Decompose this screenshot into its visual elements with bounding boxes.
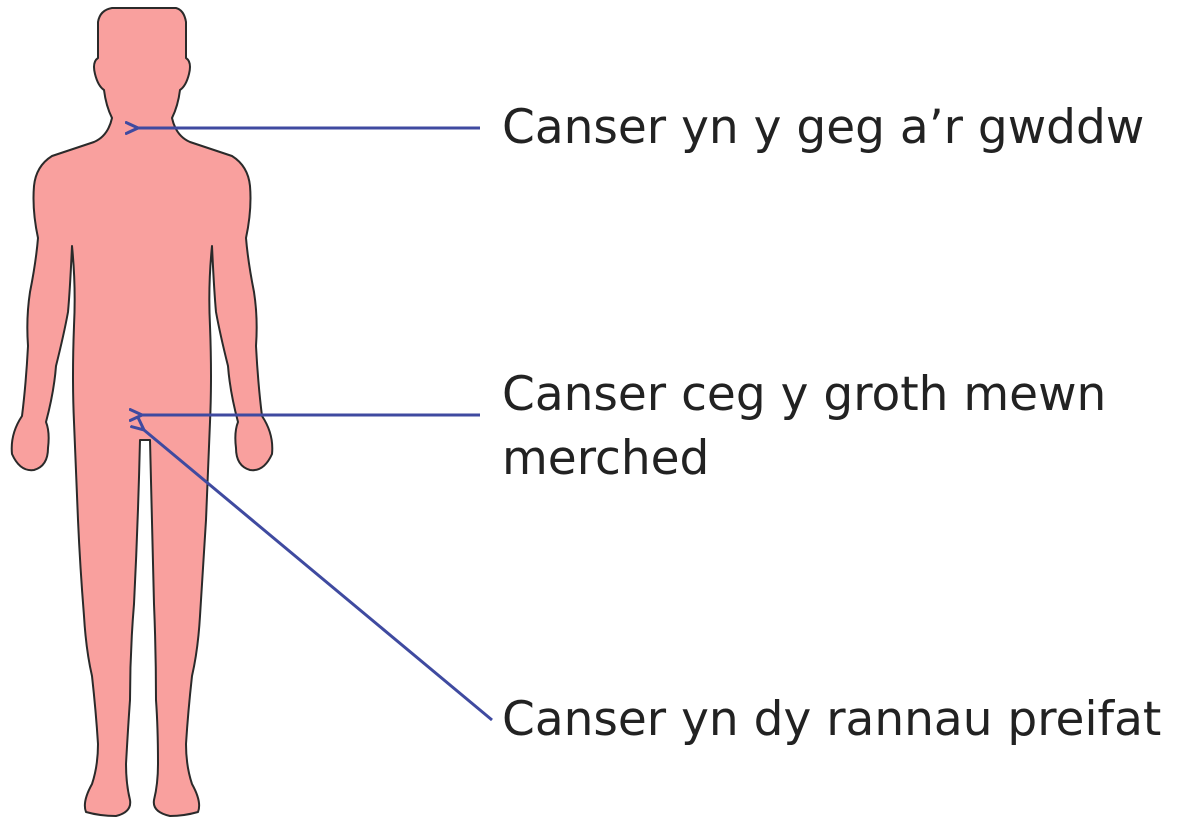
label-private-parts-cancer: Canser yn dy rannau preifat — [502, 688, 1161, 752]
label-mouth-throat-cancer: Canser yn y geg a’r gwddw — [502, 96, 1144, 160]
label-cervical-cancer-line-1: Canser ceg y groth mewn — [502, 363, 1106, 427]
label-cervical-cancer-line-2: merched — [502, 427, 709, 491]
